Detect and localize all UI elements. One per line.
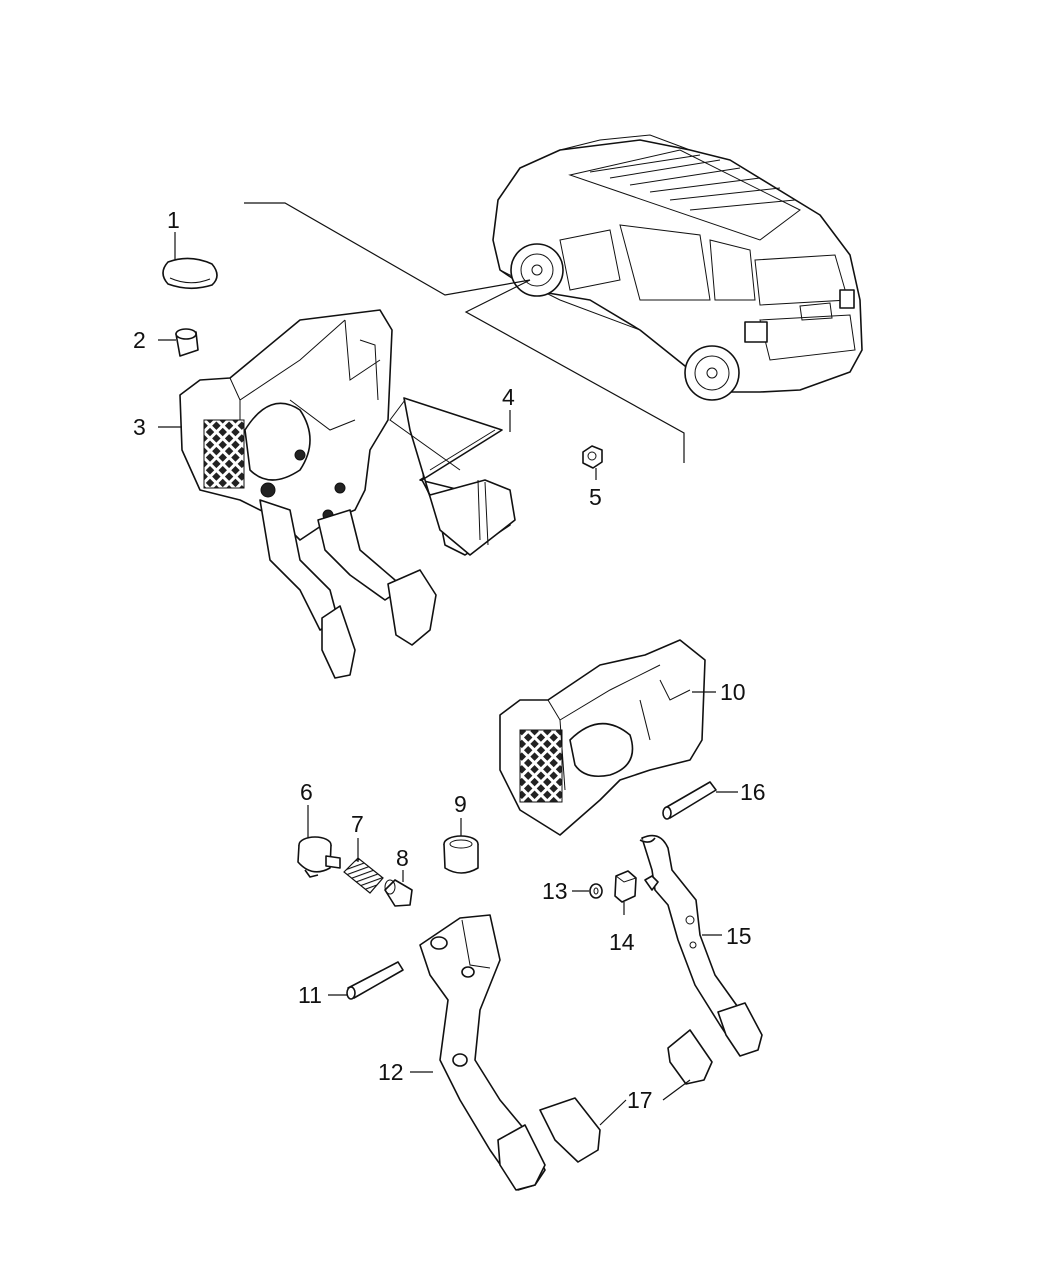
callout-17: 17	[627, 1087, 653, 1113]
part-13-nut	[572, 883, 603, 899]
vehicle-illustration	[492, 134, 863, 401]
part-11-pivot-pin	[328, 961, 404, 1000]
part-10-pedal-box-housing	[499, 639, 716, 836]
vehicle-leader-lines	[244, 202, 685, 463]
part-8-pin	[384, 870, 413, 907]
callout-4: 4	[502, 384, 515, 410]
callout-3: 3	[133, 414, 146, 440]
part-12-pedal-arm	[410, 914, 546, 1191]
part-9-sleeve	[443, 818, 479, 874]
part-3-pedal-box-assembly	[158, 309, 437, 679]
callout-labels: 1 2 3 4 5 6 7 8 9 10 11 12 13 14 15 16 1…	[133, 207, 766, 1113]
callout-16: 16	[740, 779, 766, 805]
callout-1: 1	[167, 207, 180, 233]
callout-10: 10	[720, 679, 746, 705]
part-2-clip	[158, 328, 199, 357]
part-15-pedal-arm	[639, 834, 763, 1057]
part-6-bushing	[297, 805, 341, 878]
part-1-plug	[162, 232, 218, 290]
callout-13: 13	[542, 878, 568, 904]
part-7-spring	[343, 838, 384, 894]
callout-7: 7	[351, 811, 364, 837]
callout-12: 12	[378, 1059, 404, 1085]
part-5-nut	[582, 445, 603, 480]
callout-2: 2	[133, 327, 146, 353]
callout-9: 9	[454, 791, 467, 817]
callout-6: 6	[300, 779, 313, 805]
part-14-stop-pad	[614, 870, 637, 915]
callout-8: 8	[396, 845, 409, 871]
callout-11: 11	[298, 982, 322, 1008]
callout-14: 14	[609, 929, 635, 955]
callout-5: 5	[589, 484, 602, 510]
part-17-pedal-pads	[539, 1029, 713, 1163]
callout-15: 15	[726, 923, 752, 949]
part-16-pin	[662, 781, 738, 820]
part-4-bracket	[389, 397, 516, 556]
